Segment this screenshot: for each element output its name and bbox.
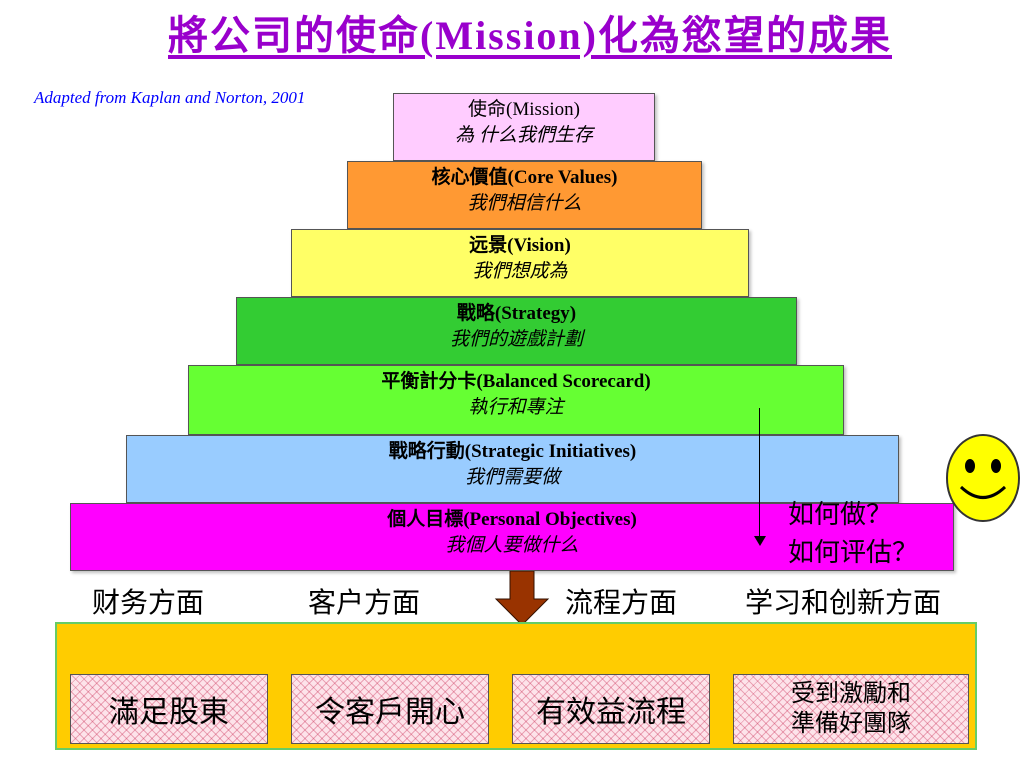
level-subtitle: 執行和專注 [468,397,564,418]
pyramid-level-balanced-scorecard: 平衡計分卡(Balanced Scorecard) 執行和專注 [188,365,844,435]
pyramid-level-strategy: 戰略(Strategy) 我們的遊戲計劃 [236,297,797,365]
level-title: 個人目標(Personal Objectives) [387,509,637,530]
page-title: 將公司的使命(Mission)化為慾望的成果 [168,13,892,58]
outcome-label: 令客戶開心 [315,696,465,729]
level-title: 使命(Mission) [468,99,580,120]
pyramid-level-vision: 远景(Vision) 我們想成為 [291,229,749,297]
outcome-happy-customers: 令客戶開心 [291,674,489,744]
outcome-label-line-2: 準備好團隊 [791,711,911,737]
pyramid-level-strategic-initiatives: 戰略行動(Strategic Initiatives) 我們需要做 [126,435,899,503]
arrow-head-icon [754,536,766,546]
perspective-financial: 财务方面 [92,588,205,619]
level-title: 戰略行動(Strategic Initiatives) [388,441,637,462]
perspective-customer: 客户方面 [308,588,421,619]
level-title: 戰略(Strategy) [456,303,577,324]
question-how-to-do: 如何做？ [788,500,893,529]
perspective-learning: 学习和创新方面 [745,588,942,619]
question-how-to-measure: 如何评估？ [788,538,919,567]
level-subtitle: 我個人要做什么 [445,535,579,556]
level-subtitle: 我們想成為 [472,261,568,282]
level-title: 平衡計分卡(Balanced Scorecard) [381,371,651,392]
perspective-process: 流程方面 [565,588,678,619]
outcome-label: 有效益流程 [536,696,686,729]
pyramid-level-personal-objectives: 個人目標(Personal Objectives) 我個人要做什么 [70,503,954,571]
level-subtitle: 為 什么我們生存 [455,125,593,146]
pyramid-level-core-values: 核心價值(Core Values) 我們相信什么 [347,161,702,229]
outcome-efficient-process: 有效益流程 [512,674,710,744]
level-title: 核心價值(Core Values) [431,167,618,188]
outcome-satisfy-shareholders: 滿足股東 [70,674,268,744]
outcome-motivated-team: 受到激勵和 準備好團隊 [733,674,969,744]
source-citation: Adapted from Kaplan and Norton, 2001 [34,88,306,107]
level-title: 远景(Vision) [469,235,571,256]
level-subtitle: 我們需要做 [464,467,560,488]
outcome-label: 滿足股東 [109,696,229,729]
level-subtitle: 我們相信什么 [467,193,582,214]
down-arrow-line [759,408,760,536]
outcome-label-line-1: 受到激勵和 [791,681,911,707]
level-subtitle: 我們的遊戲計劃 [449,329,583,350]
block-arrow-down-icon [494,571,550,626]
smiley-face-icon [946,434,1020,522]
pyramid-level-mission: 使命(Mission) 為 什么我們生存 [393,93,655,161]
